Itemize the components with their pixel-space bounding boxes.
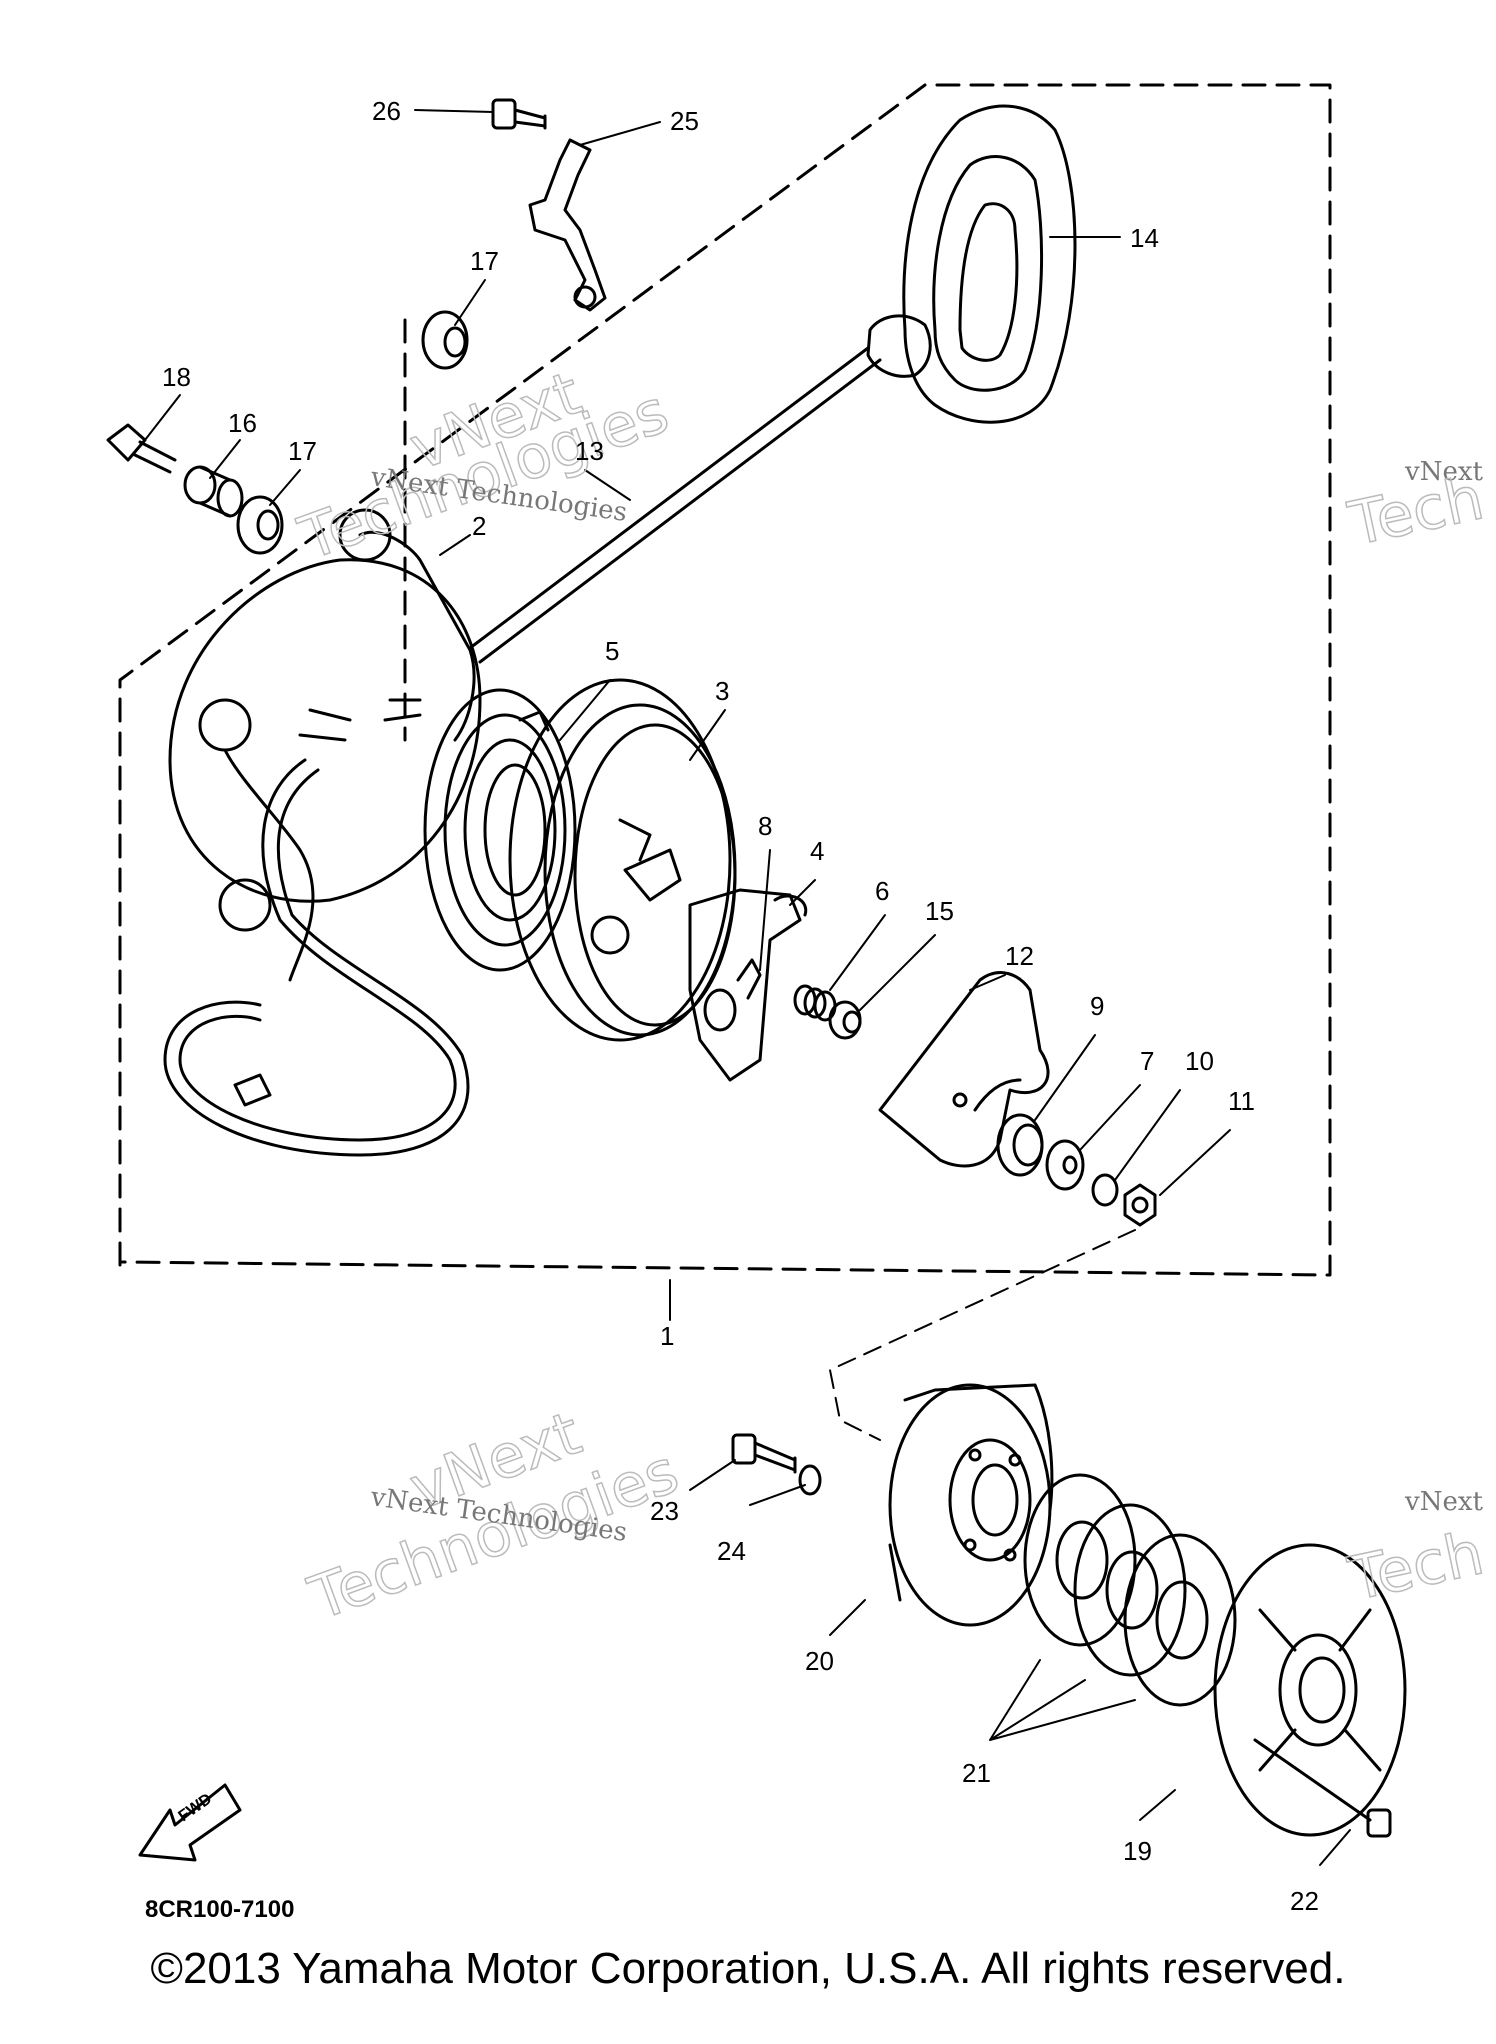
- callout-14: 14: [1130, 223, 1159, 253]
- exploded-parts-diagram: vNext Technologies vNext Technologies vN…: [106, 83, 1490, 1923]
- callout-1: 1: [660, 1321, 674, 1351]
- shim-set: [1023, 1473, 1237, 1707]
- friction-plate: [878, 971, 1050, 1168]
- svg-text:Tech: Tech: [1343, 1518, 1490, 1615]
- fwd-arrow: [138, 1783, 242, 1862]
- washer-10: [1091, 1173, 1119, 1207]
- callout-20: 20: [805, 1646, 834, 1676]
- callout-25: 25: [670, 106, 699, 136]
- watermark-center-upper: vNext Technologies vNext Technologies: [289, 358, 678, 576]
- callout-6: 6: [875, 876, 889, 906]
- washer-9: [996, 1113, 1044, 1177]
- bushing-15: [828, 1000, 862, 1040]
- collar-17-upper: [421, 310, 469, 370]
- watermark-right-lower: vNext Tech: [1342, 1487, 1490, 1616]
- svg-text:Tech: Tech: [1343, 463, 1490, 560]
- callout-10: 10: [1185, 1046, 1214, 1076]
- callout-21: 21: [962, 1758, 991, 1788]
- callout-8: 8: [758, 811, 772, 841]
- callout-11: 11: [1228, 1086, 1255, 1116]
- callout-13: 13: [575, 436, 604, 466]
- callout-2: 2: [472, 511, 486, 541]
- sheave-drum: [508, 678, 737, 1042]
- callout-9: 9: [1090, 991, 1104, 1021]
- svg-text:vNext: vNext: [1404, 457, 1483, 487]
- leader-lines: [144, 109, 1351, 1866]
- callout-labels: 1 2 3 4 5 6 7 8 9 10 11 12 13 14 15 16 1…: [162, 96, 1319, 1916]
- callout-4: 4: [810, 836, 824, 866]
- starter-handle: [866, 104, 1077, 424]
- fwd-label: FWD: [176, 1790, 216, 1825]
- sleeve-16: [183, 465, 244, 518]
- starter-case: [168, 508, 482, 982]
- washer-24: [798, 1464, 822, 1496]
- pulley: [888, 1383, 1054, 1627]
- callout-23: 23: [650, 1496, 679, 1526]
- spring-8: [736, 958, 762, 1000]
- starter-rope-inner: [478, 358, 882, 664]
- watermark-right-upper: vNext Tech: [1342, 457, 1490, 561]
- nut-11: [1123, 1183, 1157, 1227]
- washer-7: [1045, 1139, 1085, 1191]
- drive-plate: [1213, 1543, 1407, 1837]
- callout-5: 5: [605, 636, 619, 666]
- starter-rope: [468, 346, 870, 650]
- svg-text:vNext: vNext: [1404, 1487, 1483, 1517]
- assembly-boundary: [118, 83, 1332, 1277]
- callout-12: 12: [1005, 941, 1034, 971]
- bolt-18: [106, 423, 177, 474]
- watermark-center-lower: vNext Technologies vNext Technologies: [299, 1398, 688, 1636]
- collar-17-lower: [236, 495, 284, 555]
- callout-15: 15: [925, 896, 954, 926]
- callout-19: 19: [1123, 1836, 1152, 1866]
- bolt-23: [731, 1433, 797, 1474]
- bolt-26: [491, 98, 547, 130]
- callout-16: 16: [228, 408, 257, 438]
- rope-guide-bracket: [528, 138, 607, 312]
- callout-24: 24: [717, 1536, 746, 1566]
- callout-22: 22: [1290, 1886, 1319, 1916]
- bolt-22: [1253, 1738, 1392, 1838]
- copyright-notice: ©2013 Yamaha Motor Corporation, U.S.A. A…: [150, 1944, 1346, 1993]
- part-code: 8CR100-7100: [145, 1896, 294, 1923]
- spiral-spring: [423, 688, 577, 972]
- callout-26: 26: [372, 96, 401, 126]
- rope-coil: [163, 758, 470, 1157]
- callout-3: 3: [715, 676, 729, 706]
- callout-18: 18: [162, 362, 191, 392]
- spring-6: [793, 984, 837, 1022]
- callout-17-lower: 17: [288, 436, 317, 466]
- callout-7: 7: [1140, 1046, 1154, 1076]
- callout-17-upper: 17: [470, 246, 499, 276]
